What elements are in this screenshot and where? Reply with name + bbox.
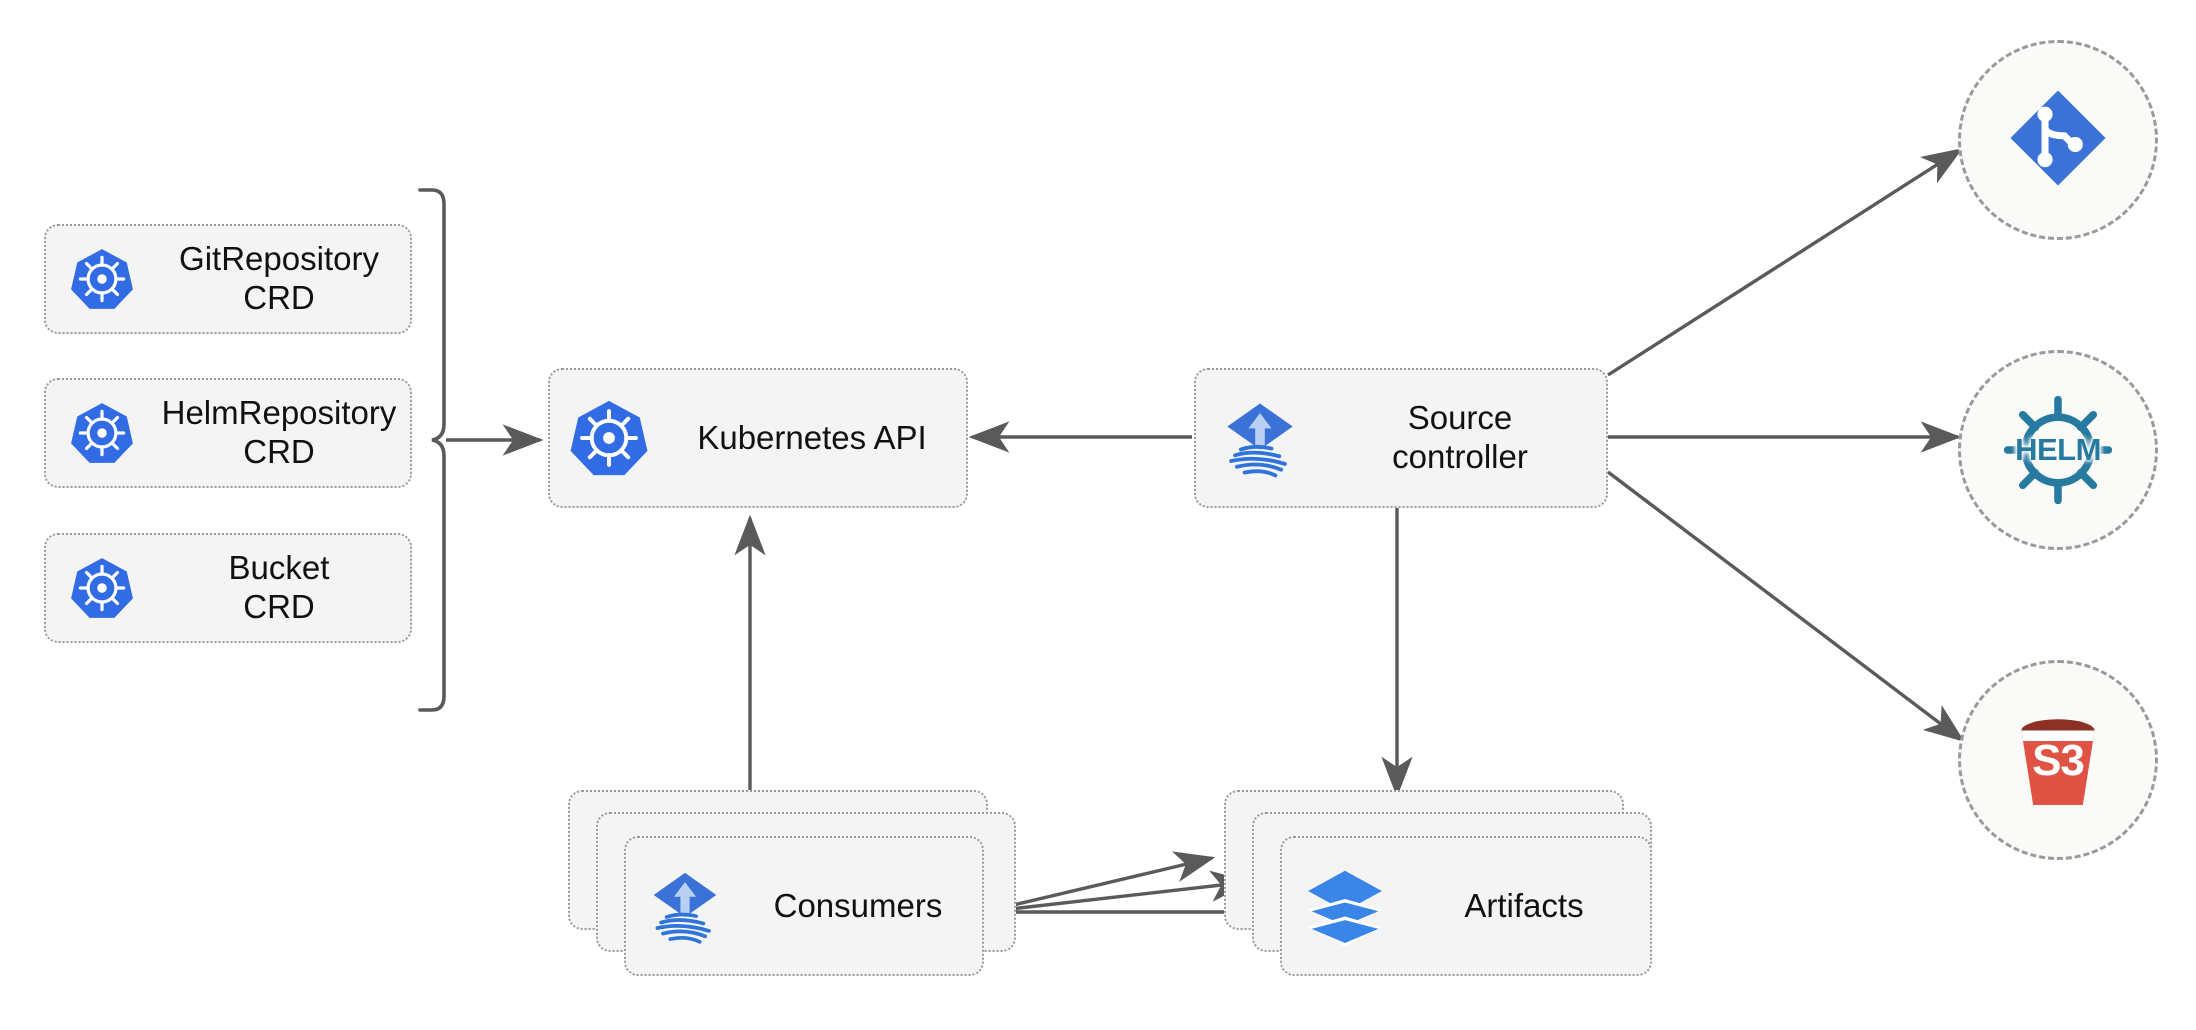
artifacts-label: Artifacts <box>1464 886 1584 924</box>
kubernetes-icon <box>46 555 158 621</box>
kubernetes-icon <box>550 397 668 479</box>
s3-icon: S3 <box>1999 701 2117 819</box>
helmrepository-crd-label: HelmRepository CRD <box>161 394 397 470</box>
consumers-node[interactable]: Consumers <box>624 836 984 976</box>
edge-consumers-to-artifacts-2 <box>983 870 1252 914</box>
kubernetes-icon <box>46 400 158 466</box>
edge-source-controller-to-s3 <box>1606 470 1965 743</box>
git-icon <box>2004 84 2112 197</box>
layers-icon <box>1282 862 1408 950</box>
s3-wordmark: S3 <box>2032 736 2085 785</box>
flux-icon <box>1196 390 1324 486</box>
bucket-crd-label: Bucket CRD <box>228 549 330 625</box>
artifacts-node[interactable]: Artifacts <box>1280 836 1652 976</box>
crd-group-brace <box>418 188 446 712</box>
gitrepository-crd-card[interactable]: GitRepository CRD <box>44 224 412 334</box>
kubernetes-api-node[interactable]: Kubernetes API <box>548 368 968 508</box>
flux-icon <box>626 860 744 952</box>
kubernetes-api-label: Kubernetes API <box>697 418 927 456</box>
s3-source-circle[interactable]: S3 <box>1958 660 2158 860</box>
helm-wordmark: HELM <box>2015 432 2101 467</box>
helm-source-circle[interactable]: HELM <box>1958 350 2158 550</box>
helm-icon: HELM <box>1995 387 2121 513</box>
source-controller-node[interactable]: Source controller <box>1194 368 1608 508</box>
edge-consumers-to-artifacts-1 <box>983 851 1216 914</box>
helmrepository-crd-card[interactable]: HelmRepository CRD <box>44 378 412 488</box>
git-source-circle[interactable] <box>1958 40 2158 240</box>
kubernetes-icon <box>46 246 158 312</box>
bucket-crd-card[interactable]: Bucket CRD <box>44 533 412 643</box>
consumers-label: Consumers <box>773 886 943 924</box>
source-controller-label: Source controller <box>1392 399 1528 475</box>
edge-source-controller-to-git <box>1607 148 1963 377</box>
gitrepository-crd-label: GitRepository CRD <box>179 240 379 316</box>
